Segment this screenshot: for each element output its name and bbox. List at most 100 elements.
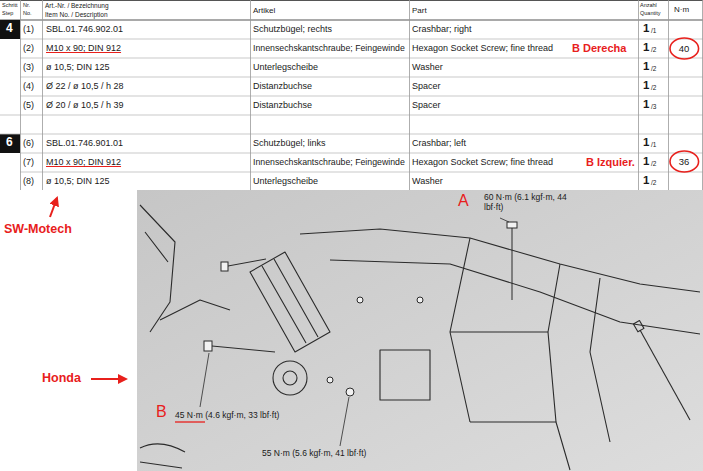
torque-note: 60 N·m (6.1 kgf·m, 44 lbf·ft) [484,193,584,213]
item-number: (6) [23,138,34,148]
table-cell: ø 10,5; DIN 125 [46,176,110,186]
art-shape [221,262,228,271]
table-cell: Crashbar; right [412,24,472,34]
table-cell: SBL.01.746.902.01 [46,24,123,34]
table-cell: Spacer [412,81,441,91]
table-cell: Crashbar; left [412,138,466,148]
table-cell: Distanzbuchse [253,100,312,110]
table-cell: Ø 20 / ø 10,5 / h 39 [46,100,124,110]
step-number: 6 [6,136,13,150]
red-marks [50,198,205,422]
quantity: 1 [643,98,649,111]
art-shape [20,0,21,190]
step-number: 4 [6,22,13,36]
art-shape [262,259,318,343]
header-cell: Part [412,6,427,15]
art-shape [409,0,410,190]
pointer-arrow [91,378,126,380]
quantity: /2 [651,84,656,91]
quantity: 1 [643,60,649,73]
step-cell [0,20,20,39]
item-number: (1) [23,24,34,34]
art-shape [20,96,703,97]
art-shape [204,341,212,351]
pointer-arrow [50,198,57,217]
art-shape [20,172,703,173]
annotation: B Izquier. [586,156,635,169]
art-shape [200,353,209,407]
annotation: SW-Motech [4,222,72,236]
art-shape [20,77,703,78]
annotation: B Derecha [572,42,626,55]
art-shape [330,260,700,334]
art-shape [633,321,644,332]
table-cell: Unterlegscheibe [253,176,318,186]
row-rules [0,39,703,172]
art-shape [0,115,703,116]
header-cell: Step [2,10,13,16]
art-shape [228,259,266,266]
table-cell: Washer [412,62,443,72]
torque-note: 45 N·m (4.6 kgf·m, 33 lbf·ft) [175,411,279,421]
circled-value: 36 [669,150,700,173]
header-cell: Nr. [23,2,30,8]
art-shape [140,205,175,332]
table-cell: Schutzbügel; rechts [253,24,332,34]
manual-photo [137,190,703,471]
table-cell: Washer [412,176,443,186]
header-cell: Quantity [640,10,660,16]
quantity: 1 [643,79,649,92]
table-cell: Schutzbügel; links [253,138,326,148]
table-cell: Distanzbuchse [253,81,312,91]
header-cell: Schritt [2,2,18,8]
art-shape [145,232,230,320]
quantity: /2 [651,179,656,186]
photo-ground [137,190,703,471]
parts-table [0,0,703,190]
art-shape [450,332,556,422]
torque-value: 36 [679,156,690,167]
item-number: (7) [23,157,34,167]
quantity: /1 [651,27,656,34]
table-cell: M10 x 90; DIN 912 [46,157,121,167]
red-circle [670,38,699,59]
item-number: (8) [23,176,34,186]
art-shape [212,346,275,352]
art-shape [340,397,349,446]
art-shape [140,444,185,468]
header-cell: Artikel [253,6,275,15]
quantity: /2 [651,46,656,53]
bolts [204,222,517,396]
art-shape [512,228,513,300]
step-cell [0,134,20,153]
item-number: (5) [23,100,34,110]
art-shape [20,39,703,40]
item-number: (2) [23,43,34,53]
quantity: /2 [651,160,656,167]
art-shape [507,222,517,228]
art-shape [548,264,570,470]
art-shape [640,330,690,420]
table-cell: ø 10,5; DIN 125 [46,62,110,72]
art-shape [327,377,333,383]
art-shape [250,252,330,352]
quantity: 1 [643,136,649,149]
table-cell: Hexagon Socket Screw; fine thread [412,43,553,53]
art-shape [20,153,703,154]
quantity: /1 [651,141,656,148]
item-number: (4) [23,81,34,91]
art-shape [357,297,363,303]
table-rule [0,19,703,20]
table-cell: Spacer [412,100,441,110]
quantity: 1 [643,155,649,168]
header-cell: Item No. / Description [45,11,108,18]
red-underline [175,421,205,422]
art-shape [668,0,669,190]
art-shape [590,278,610,442]
header-cell: Anzahl [640,2,657,8]
torque-value: 40 [679,43,690,54]
item-number: (3) [23,62,34,72]
table-cell: SBL.01.746.901.01 [46,138,123,148]
header-cell: N·m [674,5,689,14]
